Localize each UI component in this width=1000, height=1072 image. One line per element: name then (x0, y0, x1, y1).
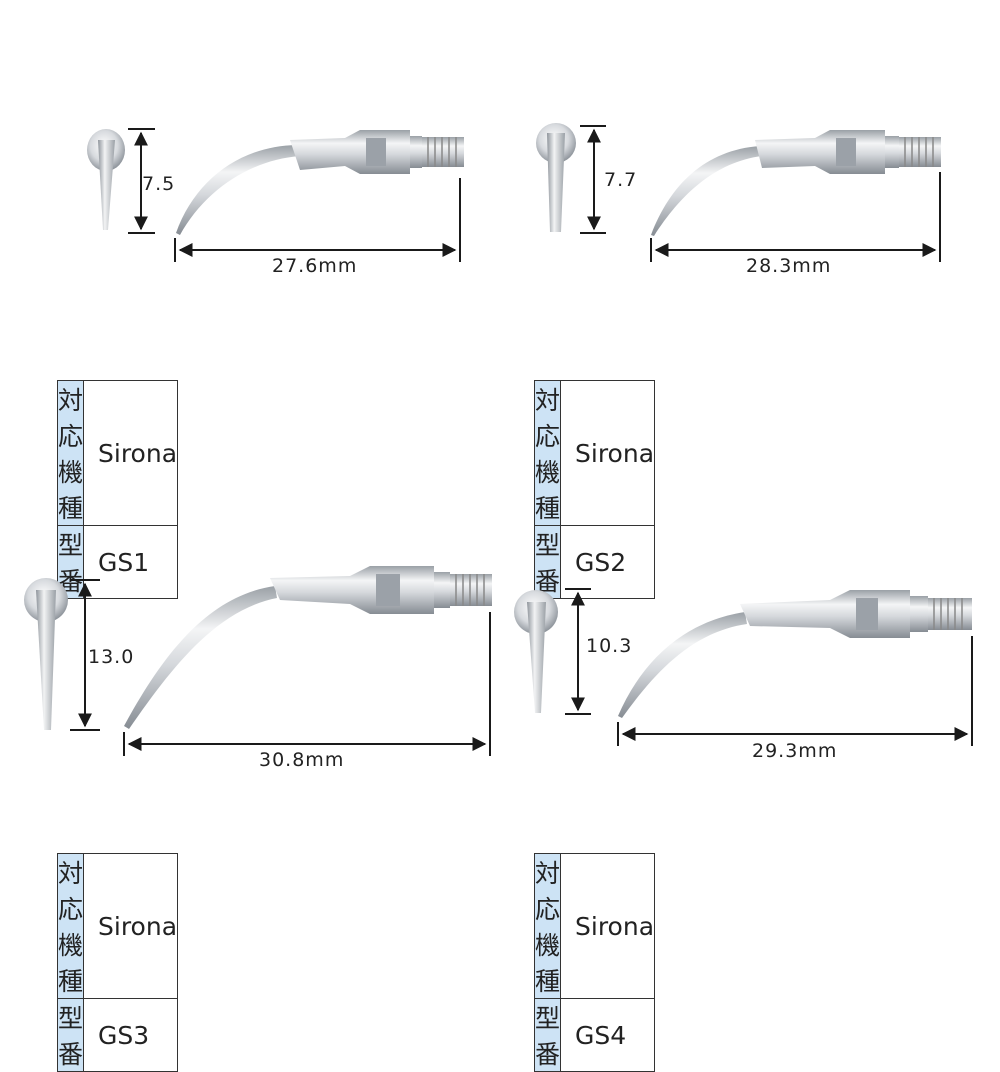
height-label: 7.7 (604, 169, 638, 191)
compatible-model-value: Sirona (560, 853, 656, 999)
tip-side-view-icon (651, 130, 941, 236)
model-number-value: GS1 (83, 525, 179, 599)
length-label: 29.3mm (752, 740, 838, 762)
table-row: 型番 GS2 (533, 525, 656, 599)
model-number-key: 型番 (56, 998, 85, 1072)
height-dimension-gs4 (565, 588, 591, 715)
table-row: 型番 GS3 (56, 998, 179, 1072)
length-label: 30.8mm (259, 749, 345, 771)
tip-side-view-icon (124, 566, 492, 729)
spec-table-gs1: 対応機種 Sirona 型番 GS1 (56, 380, 179, 599)
height-label: 10.3 (586, 635, 633, 657)
length-label: 28.3mm (746, 255, 832, 277)
height-dimension-gs2 (580, 125, 606, 234)
height-dimension-gs1 (128, 128, 155, 234)
compatible-model-value: Sirona (83, 853, 179, 999)
tip-side-view-icon (176, 130, 464, 235)
table-row: 対応機種 Sirona (533, 853, 656, 999)
tip-side-view-icon (618, 590, 972, 718)
height-label: 13.0 (88, 646, 135, 668)
length-label: 27.6mm (272, 255, 358, 277)
tip-drawing-gs1 (87, 128, 464, 262)
spec-table-gs4: 対応機種 Sirona 型番 GS4 (533, 853, 656, 1072)
tip-front-view-icon (24, 578, 68, 730)
height-label: 7.5 (142, 173, 176, 195)
length-dimension-gs2 (650, 172, 941, 262)
model-number-value: GS2 (560, 525, 656, 599)
model-number-key: 型番 (533, 525, 562, 599)
spec-table-gs2: 対応機種 Sirona 型番 GS2 (533, 380, 656, 599)
table-row: 型番 GS4 (533, 998, 656, 1072)
tip-front-view-icon (536, 123, 576, 232)
compatible-model-key: 対応機種 (533, 853, 562, 999)
compatible-model-key: 対応機種 (56, 853, 85, 999)
tip-drawing-gs2 (536, 123, 941, 262)
length-dimension-gs4 (617, 636, 973, 746)
model-number-value: GS3 (83, 998, 179, 1072)
tip-front-view-icon (87, 129, 125, 230)
model-number-value: GS4 (560, 998, 656, 1072)
tip-drawing-gs4 (514, 588, 973, 746)
length-dimension-gs1 (174, 178, 461, 262)
tip-drawing-gs3 (24, 566, 492, 756)
table-row: 対応機種 Sirona (533, 380, 656, 526)
tip-front-view-icon (514, 590, 558, 713)
height-dimension-gs3 (70, 579, 100, 731)
compatible-model-key: 対応機種 (533, 380, 562, 526)
length-dimension-gs3 (123, 612, 491, 756)
compatible-model-value: Sirona (83, 380, 179, 526)
model-number-key: 型番 (533, 998, 562, 1072)
compatible-model-value: Sirona (560, 380, 656, 526)
compatible-model-key: 対応機種 (56, 380, 85, 526)
table-row: 対応機種 Sirona (56, 380, 179, 526)
table-row: 対応機種 Sirona (56, 853, 179, 999)
